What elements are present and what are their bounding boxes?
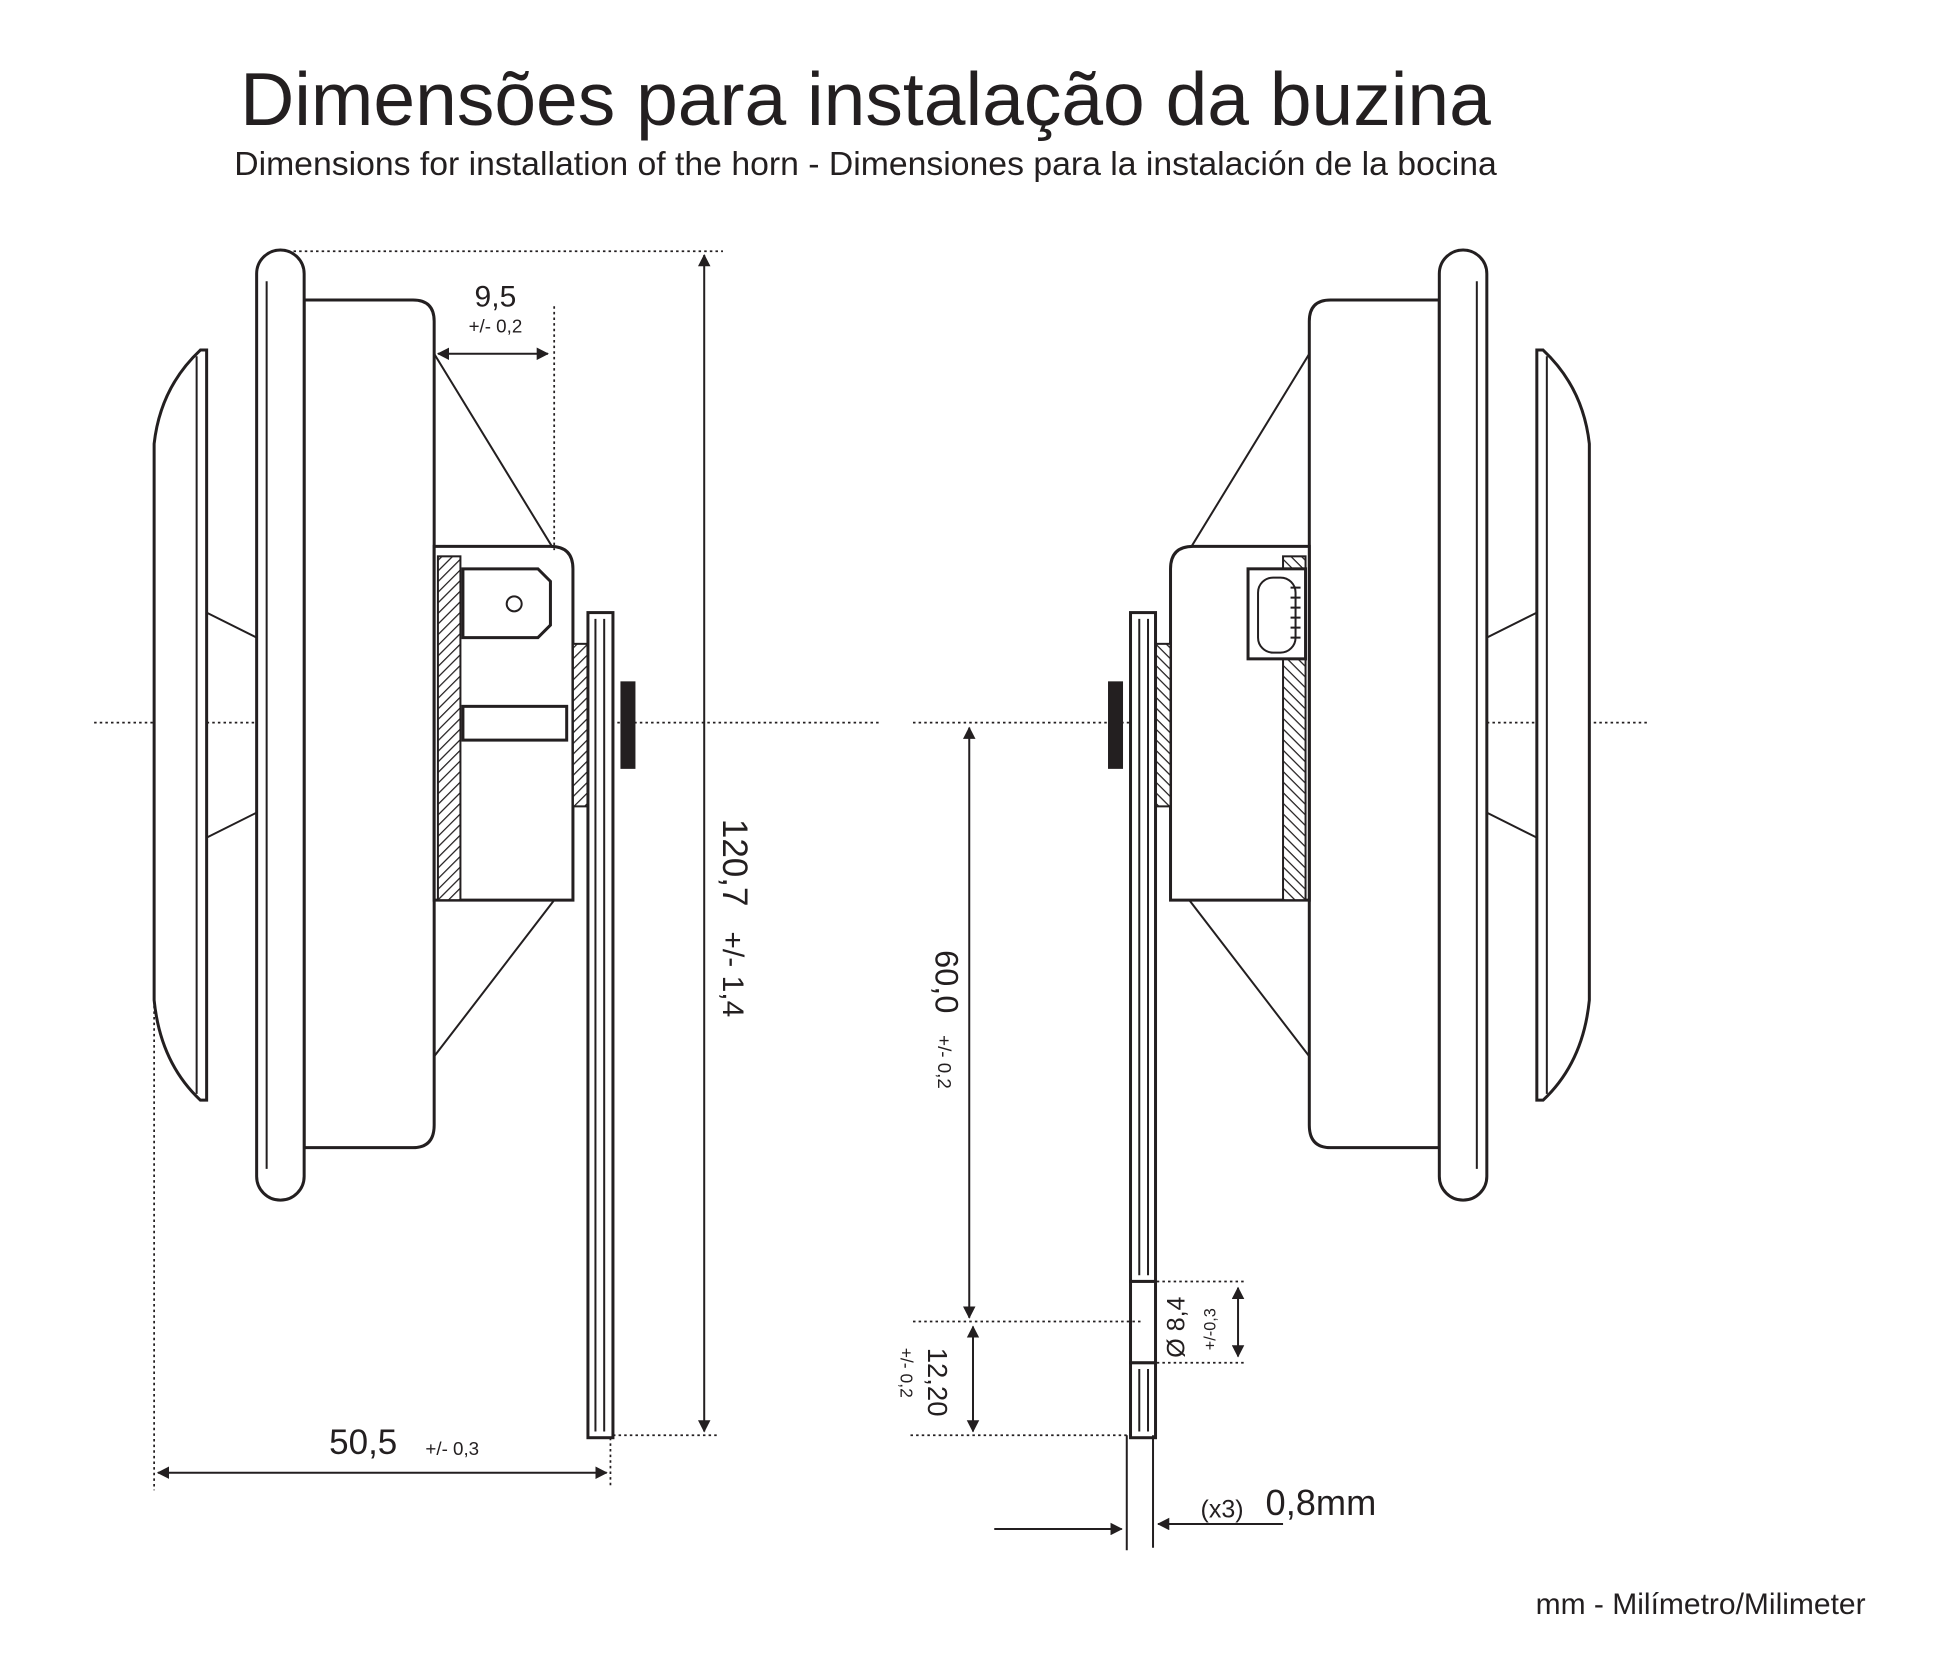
dimension-flange-gap: 9,5 +/- 0,2 bbox=[436, 280, 556, 551]
dimension-hole-to-end: 12,20 +/- 0,2 bbox=[896, 1325, 1132, 1437]
horn-side-view-left bbox=[152, 248, 636, 1440]
svg-text:+/- 1,4: +/- 1,4 bbox=[716, 931, 749, 1017]
dimension-center-to-hole: 60,0 +/- 0,2 bbox=[912, 726, 1141, 1323]
svg-text:+/- 0,2: +/- 0,2 bbox=[934, 1035, 955, 1089]
nut bbox=[620, 681, 636, 769]
units-footnote: mm - Milímetro/Milimeter bbox=[1536, 1588, 1866, 1621]
svg-text:+/- 0,2: +/- 0,2 bbox=[896, 1348, 916, 1398]
svg-text:0,8mm: 0,8mm bbox=[1266, 1482, 1377, 1523]
svg-text:9,5: 9,5 bbox=[475, 280, 517, 313]
svg-text:60,0: 60,0 bbox=[928, 950, 964, 1013]
dimension-total-height: 120,7 +/- 1,4 bbox=[287, 250, 754, 1437]
dimension-hole-diameter: Ø 8,4 +/-0,3 bbox=[1156, 1280, 1247, 1364]
screw-terminal bbox=[1246, 567, 1308, 661]
dimension-plate-thickness: (x3) 0,8mm bbox=[994, 1435, 1377, 1551]
page-subtitle: Dimensions for installation of the horn … bbox=[234, 145, 1497, 183]
dimension-depth: 50,5 +/- 0,3 bbox=[153, 1000, 612, 1491]
svg-text:+/- 0,3: +/- 0,3 bbox=[425, 1438, 479, 1459]
svg-text:50,5: 50,5 bbox=[329, 1423, 397, 1462]
svg-text:+/- 0,2: +/- 0,2 bbox=[469, 316, 523, 337]
mounting-bracket bbox=[586, 611, 615, 1440]
page-title: Dimensões para instalação da buzina bbox=[240, 57, 1491, 141]
svg-text:+/-0,3: +/-0,3 bbox=[1202, 1308, 1220, 1350]
svg-text:(x3): (x3) bbox=[1201, 1496, 1244, 1524]
svg-text:120,7: 120,7 bbox=[715, 819, 754, 907]
bracket-washer bbox=[571, 642, 589, 808]
svg-text:Ø 8,4: Ø 8,4 bbox=[1162, 1296, 1190, 1357]
horn-side-view-right bbox=[1108, 248, 1591, 1440]
svg-text:12,20: 12,20 bbox=[922, 1348, 953, 1417]
